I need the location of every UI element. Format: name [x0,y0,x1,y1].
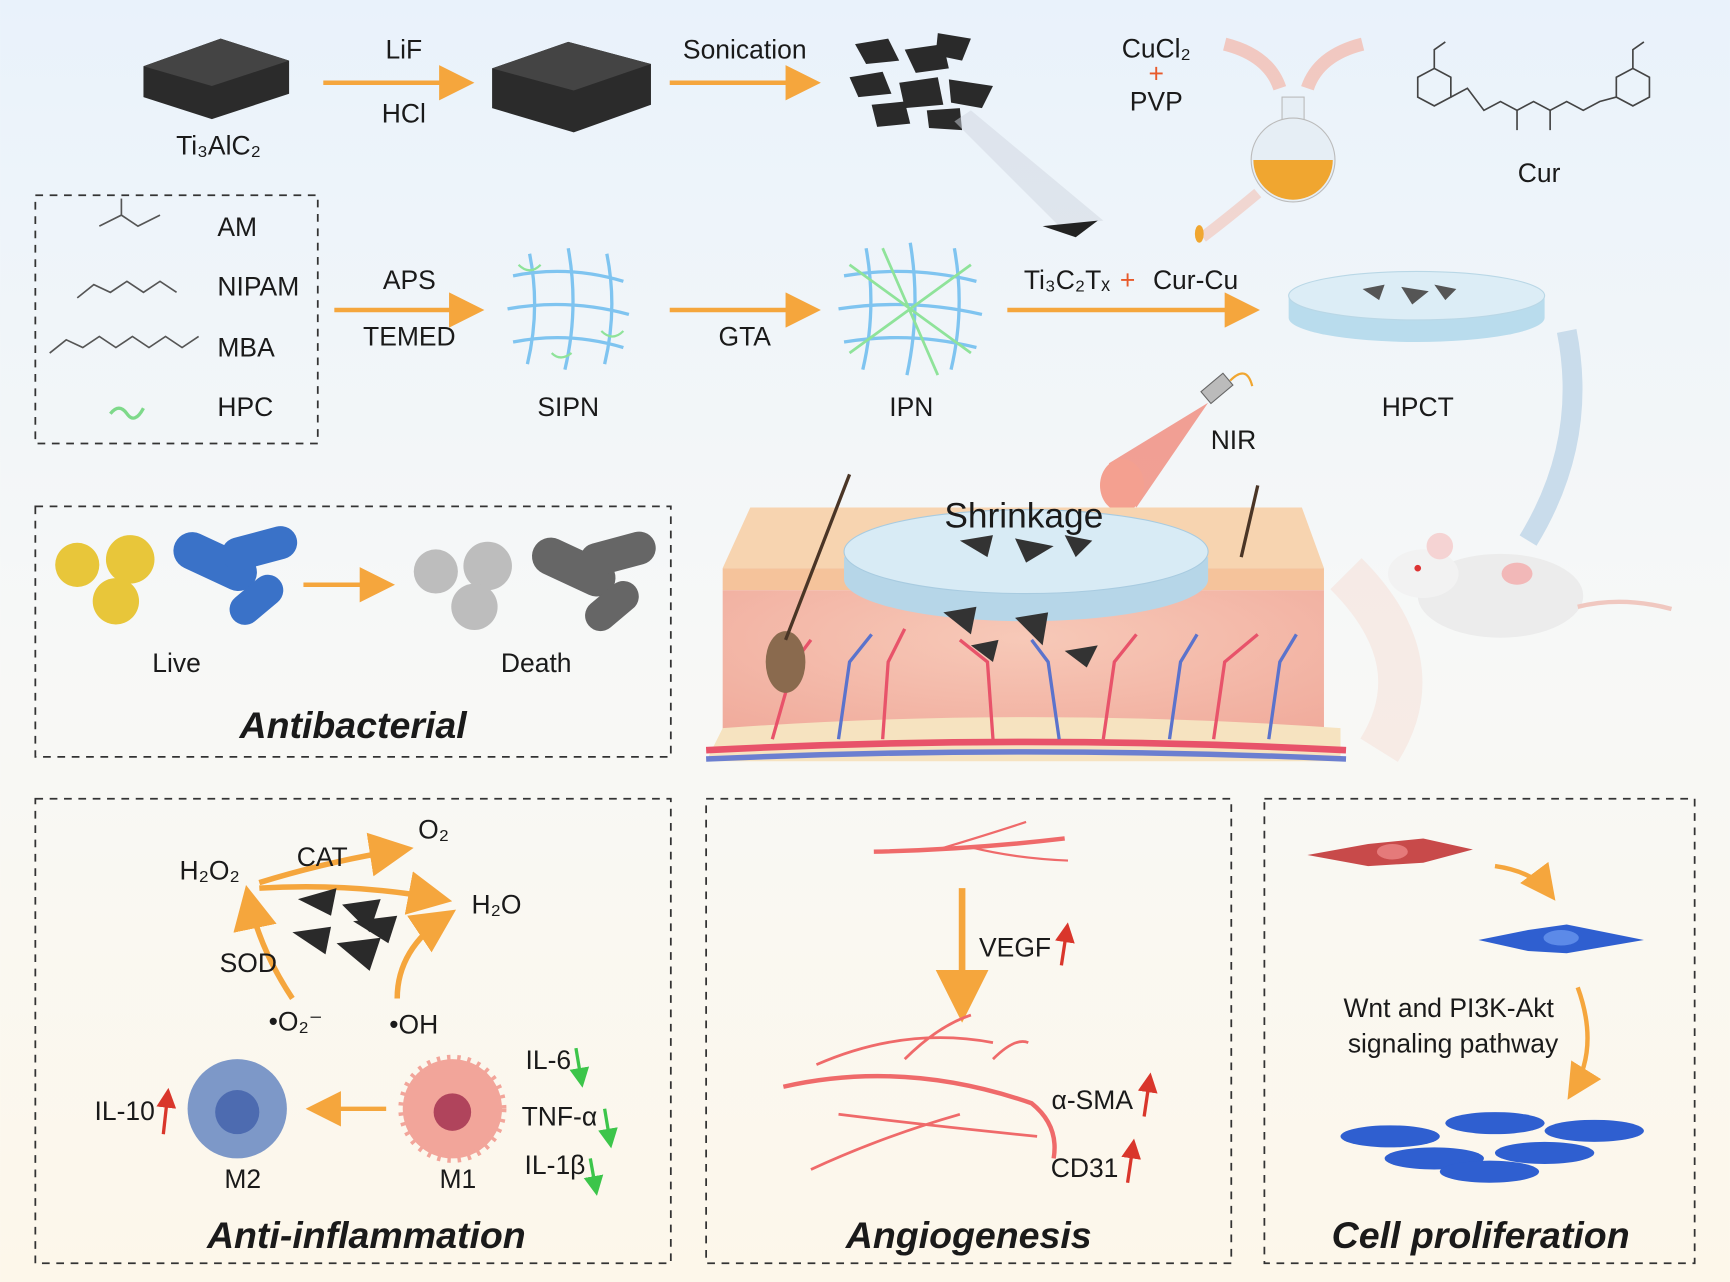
h2o-label: H₂O [472,890,522,920]
proliferation-arrow [1567,986,1602,1100]
plus-sign: + [1149,59,1164,89]
hydroxyl-label: •OH [389,1010,438,1040]
plus-sign-2: + [1120,265,1135,295]
monomer-structures [49,198,200,354]
nir-laser [1099,372,1254,512]
live-label: Live [152,648,201,678]
m2-macrophage [187,1059,287,1159]
antibacterial-title: Antibacterial [239,704,469,746]
fibroblast-red [1307,838,1473,867]
m1-label: M1 [440,1164,477,1194]
up-arrow-icon [156,1087,177,1135]
mouse-illustration [1330,532,1673,762]
down-arrow-icon [583,1158,604,1196]
up-arrow-icon [1137,1072,1158,1117]
hpc-icon [109,406,145,420]
lif-label: LiF [385,34,422,64]
monomer-mba: MBA [217,332,275,362]
h2o2-label: H₂O₂ [180,855,240,885]
ros-scavenging [233,832,457,1000]
live-bacteria [55,526,298,625]
multilayer-mxene [492,41,651,133]
ti3c2tx-label: Ti₃C₂Tₓ [1024,265,1110,295]
hpct-label: HPCT [1382,392,1454,422]
temed-label: TEMED [363,321,456,351]
vessel-sparse [873,820,1069,862]
il6-label: IL-6 [526,1045,572,1075]
sipn-network [507,247,630,370]
superoxide-label: •O₂⁻ [269,1006,323,1036]
cucl2-label: CuCl₂ [1122,33,1191,63]
il1b-label: IL-1β [525,1150,586,1180]
monomer-hpc: HPC [217,392,273,422]
sonication-label: Sonication [683,34,807,64]
up-arrow-icon [1121,1138,1141,1183]
monomer-box [34,194,319,445]
cell-proliferation-box [1263,797,1696,1265]
o2-label: O₂ [418,814,449,844]
m2-label: M2 [224,1164,261,1194]
down-arrow-icon [598,1108,618,1149]
m1-macrophage [398,1054,507,1163]
curcumin-structure [1416,41,1651,131]
monomer-am: AM [217,212,257,242]
proliferated-cells [1340,1112,1644,1183]
angiogenesis-title: Angiogenesis [845,1214,1092,1256]
antibacterial-box [34,505,672,758]
ipn-label: IPN [889,392,933,422]
pathway-label-1: Wnt and PI3K-Akt [1343,993,1554,1023]
fibroblast-blue [1478,924,1644,954]
transition-arrow [1494,861,1556,901]
dead-bacteria [413,531,656,632]
sipn-label: SIPN [537,392,599,422]
shrinkage-label: Shrinkage [944,496,1103,535]
apply-arrow [1519,329,1583,546]
hpct-disc [1288,270,1546,343]
flask [1194,37,1365,243]
anti-inflammation-box [34,797,672,1265]
pathway-label-2: signaling pathway [1348,1029,1559,1059]
up-arrow-icon [1055,922,1075,966]
mxene-flakes [849,33,993,131]
vegf-label: VEGF [979,933,1051,963]
death-label: Death [501,648,572,678]
cell-proliferation-title: Cell proliferation [1332,1214,1630,1256]
beam [954,110,1104,227]
cat-label: CAT [297,842,348,872]
ti3alc2-block [143,38,290,120]
asma-label: α-SMA [1052,1085,1134,1115]
sod-label: SOD [220,948,277,978]
tnf-label: TNF-α [522,1101,598,1131]
anti-inflammation-title: Anti-inflammation [206,1214,526,1256]
vessel-dense [782,1013,1057,1171]
down-arrow-icon [569,1047,590,1088]
nir-label: NIR [1211,425,1257,455]
aps-label: APS [383,265,436,295]
cur-cu-label: Cur-Cu [1153,265,1238,295]
angiogenesis-box [705,797,1233,1265]
gta-label: GTA [719,321,772,351]
ipn-network [838,242,983,376]
ti3alc2-label: Ti₃AlC₂ [176,130,261,160]
skin-model [705,473,1347,762]
mxene-flake [1042,220,1098,238]
il10-label: IL-10 [95,1096,155,1126]
monomer-nipam: NIPAM [217,272,299,302]
cur-label: Cur [1518,158,1561,188]
hcl-label: HCl [382,98,426,128]
cd31-label: CD31 [1051,1153,1119,1183]
pvp-label: PVP [1130,86,1183,116]
